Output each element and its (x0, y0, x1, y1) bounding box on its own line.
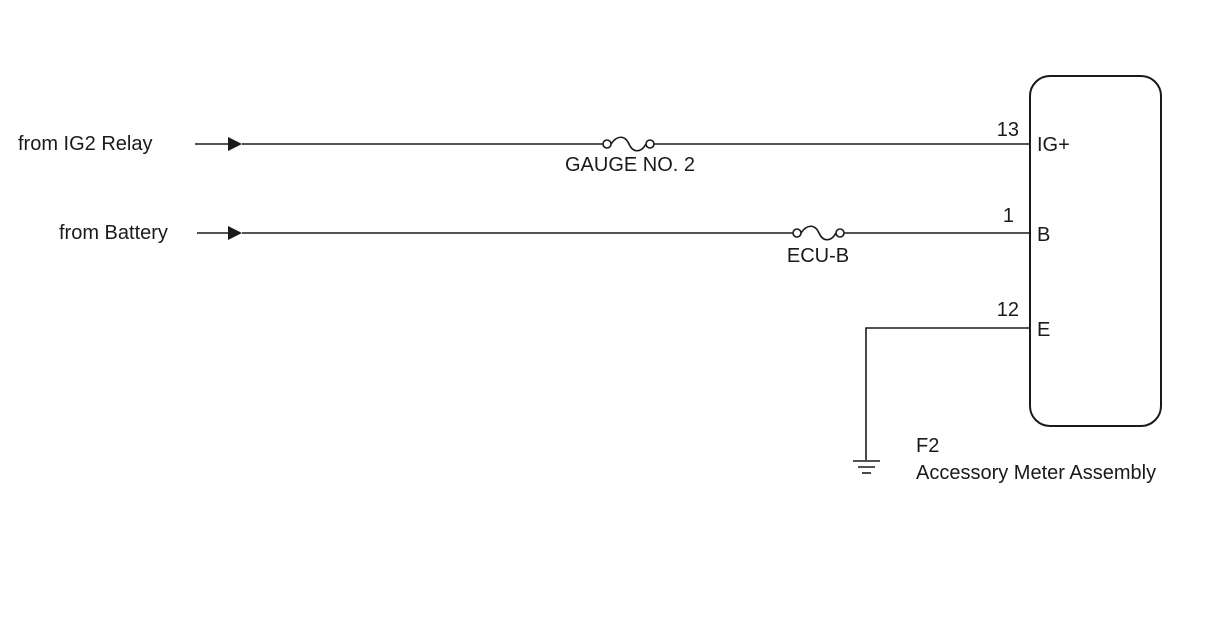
arrow-ig2-icon (228, 137, 242, 151)
component-code: F2 (916, 435, 939, 457)
wire-ground (865, 327, 1030, 460)
pin-number-13: 13 (997, 119, 1019, 141)
fuse-label-ecu-b: ECU-B (787, 245, 849, 267)
component-name: Accessory Meter Assembly (916, 462, 1156, 484)
circuit-ig2: from IG2 Relay GAUGE NO. 2 13 (18, 119, 1030, 176)
source-label-ig2-relay: from IG2 Relay (18, 133, 152, 155)
component-box (1029, 75, 1162, 427)
ground-icon (853, 460, 880, 474)
pin-name-e: E (1037, 319, 1050, 341)
arrow-battery-icon (228, 226, 242, 240)
component-accessory-meter: IG+ B E F2 Accessory Meter Assembly (916, 75, 1162, 484)
fuse-label-gauge-no2: GAUGE NO. 2 (565, 154, 695, 176)
circuit-ground: 12 (853, 299, 1030, 474)
pin-name-b: B (1037, 224, 1050, 246)
pin-number-1: 1 (1003, 205, 1014, 227)
pin-number-12: 12 (997, 299, 1019, 321)
source-label-battery: from Battery (59, 222, 168, 244)
fuse-ecu-b-icon (792, 225, 845, 241)
circuit-battery: from Battery ECU-B 1 (59, 205, 1030, 267)
fuse-gauge-no2-icon (602, 136, 655, 152)
pin-name-ig: IG+ (1037, 134, 1070, 156)
